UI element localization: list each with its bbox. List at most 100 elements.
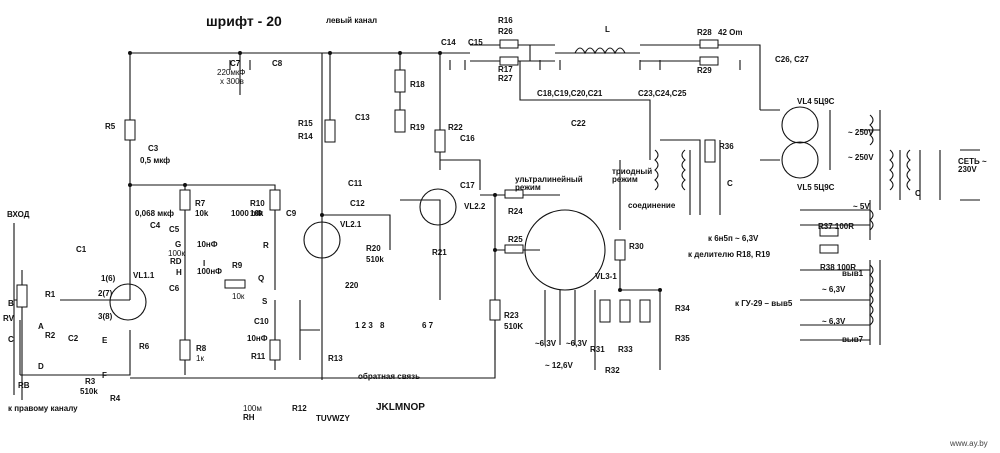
r22-label: R22 xyxy=(448,123,463,132)
v5-label: ~ 5V xyxy=(853,202,870,211)
c1-label: C1 xyxy=(76,245,87,254)
heater-label: к 6н5п ~ 6,3V xyxy=(708,234,759,243)
mains-label: СЕТЬ ~ 230V xyxy=(958,157,987,174)
l-label: L xyxy=(605,25,610,34)
c2-label: C2 xyxy=(68,334,79,343)
r12-label: R12 xyxy=(292,404,307,413)
r13-label: R13 xyxy=(328,354,343,363)
rh100-label: 100м xyxy=(243,404,262,413)
i-label: I xyxy=(203,259,206,268)
r9-label: R9 xyxy=(232,261,243,270)
c18-label: C18,C19,C20,C21 xyxy=(537,89,603,98)
triode-label: триодный режим xyxy=(612,167,653,184)
r28-value: 42 Om xyxy=(718,28,743,37)
out7-label: выв7 xyxy=(842,335,864,344)
q-label: Q xyxy=(258,274,265,283)
c5-label: C5 xyxy=(169,225,180,234)
vl4-label: VL4 5Ц9С xyxy=(797,97,835,106)
vl22-label: VL2.2 xyxy=(464,202,486,211)
r9-value: 10к xyxy=(232,292,245,301)
c26-label: C26, C27 xyxy=(775,55,809,64)
r23-label: R23 xyxy=(504,311,519,320)
c7-value-1: 220мкФ xyxy=(217,68,246,77)
r27-label: R27 xyxy=(498,74,513,83)
c-mains-label: C xyxy=(915,189,921,198)
rd100-label: 100к xyxy=(168,249,185,258)
r31-label: R31 xyxy=(590,345,605,354)
out1-label: выв1 xyxy=(842,269,864,278)
s-label: S xyxy=(262,297,268,306)
r18-label: R18 xyxy=(410,80,425,89)
heater-63b: ~6,3V xyxy=(566,339,588,348)
c17-label: C17 xyxy=(460,181,475,190)
gu29-label: к ГУ-29 – выв5 xyxy=(735,299,793,308)
channel-label: левый канал xyxy=(326,16,378,25)
r37-label: R37 100R xyxy=(818,222,855,231)
watermark: www.ay.by xyxy=(950,439,988,448)
r25-label: R25 xyxy=(508,235,523,244)
r3-label: R3 xyxy=(85,377,96,386)
r15-label: R15 xyxy=(298,119,313,128)
c15-label: C15 xyxy=(468,38,483,47)
a-label: A xyxy=(38,322,44,331)
c10-label: C10 xyxy=(254,317,269,326)
c-output-label: C xyxy=(727,179,733,188)
vl21-label: VL2.1 xyxy=(340,220,362,229)
v250a-label: ~ 250V xyxy=(848,128,874,137)
nums-123: 1 2 3 xyxy=(355,321,373,330)
c6-value: 100нФ xyxy=(197,267,223,276)
c9-label: C9 xyxy=(286,209,297,218)
r10-label: R10 xyxy=(250,199,265,208)
label-220: 220 xyxy=(345,281,359,290)
letters-row-2: TUVWZY xyxy=(316,414,350,423)
c23-label: C23,C24,C25 xyxy=(638,89,687,98)
r8-value: 1к xyxy=(196,354,204,363)
r29-label: R29 xyxy=(697,66,712,75)
r21-label: R21 xyxy=(432,248,447,257)
r3-value: 510k xyxy=(80,387,98,396)
d-label: D xyxy=(38,362,44,371)
r7-label: R7 xyxy=(195,199,206,208)
pin38-label: 3(8) xyxy=(98,312,113,321)
r11-label: R11 xyxy=(251,352,266,361)
heater-126: ~ 12,6V xyxy=(545,361,573,370)
c10-value: 10нФ xyxy=(247,334,268,343)
nums-67: 6 7 xyxy=(422,321,434,330)
rv-label: RV xyxy=(3,314,14,323)
c13-label: C13 xyxy=(355,113,370,122)
c4-label: C4 xyxy=(150,221,161,230)
c-point-label: C xyxy=(8,335,14,344)
c7-label: C7 xyxy=(230,59,241,68)
r1-label: R1 xyxy=(45,290,56,299)
r26-label: R26 xyxy=(498,27,513,36)
c22-label: C22 xyxy=(571,119,586,128)
r-label: R xyxy=(263,241,269,250)
r33-label: R33 xyxy=(618,345,633,354)
r36-label: R36 xyxy=(719,142,734,151)
pin16-label: 1(6) xyxy=(101,274,116,283)
r10-value: 10k xyxy=(250,209,264,218)
r20-label: R20 xyxy=(366,244,381,253)
rd-label: RD xyxy=(170,257,182,266)
r24-label: R24 xyxy=(508,207,523,216)
c5-value: 10нФ xyxy=(197,240,218,249)
h-label: H xyxy=(176,268,182,277)
vl31-label: VL3-1 xyxy=(595,272,617,281)
r7-value: 10k xyxy=(195,209,209,218)
rh-label: RH xyxy=(243,413,255,422)
pin27-label: 2(7) xyxy=(98,289,113,298)
c8-label: C8 xyxy=(272,59,283,68)
r8-label: R8 xyxy=(196,344,207,353)
f-label: F xyxy=(102,371,107,380)
c3-value: 0,5 мкф xyxy=(140,156,171,165)
letters-row-1: JKLMNOP xyxy=(376,402,425,413)
b-label: B xyxy=(8,299,14,308)
r6-label: R6 xyxy=(139,342,150,351)
feedback-label: обратная связь xyxy=(358,372,421,381)
r34-label: R34 xyxy=(675,304,690,313)
r38-label: R38 100R xyxy=(820,263,857,272)
r23-value: 510K xyxy=(504,322,524,331)
c12-label: C12 xyxy=(350,199,365,208)
divider-label: к делителю R18, R19 xyxy=(688,250,771,259)
